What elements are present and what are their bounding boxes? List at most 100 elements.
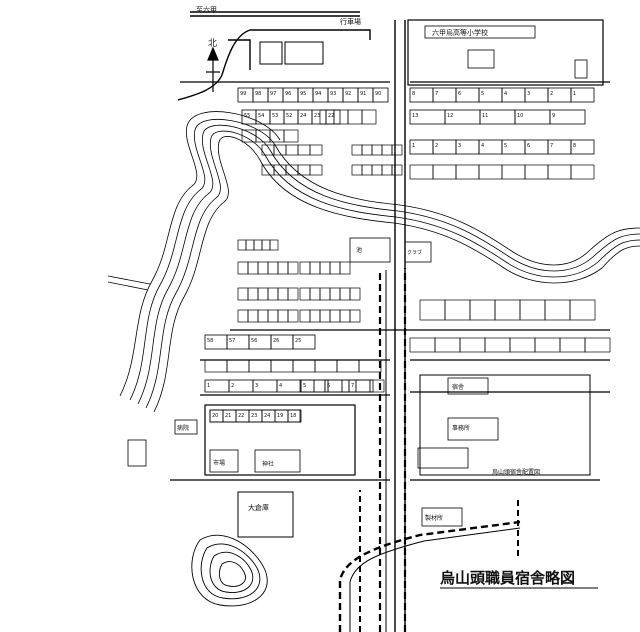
house-number: 1 [412,143,415,149]
club-label: クラブ [407,249,422,256]
house-unit [459,337,486,353]
house-number: 3 [255,383,258,389]
house-number: 3 [458,143,461,149]
house-unit [501,164,526,180]
house-unit [287,261,299,275]
school-label: 六甲烏高等小学校 [432,28,488,37]
house-unit [484,337,511,353]
house-number: 95 [300,91,306,97]
house-unit [361,109,377,125]
house-number: 55 [244,113,250,119]
house-unit [257,309,269,323]
house-unit [570,139,595,155]
house-number: 91 [360,91,366,97]
guard-building [127,439,147,467]
house-unit [247,261,259,275]
house-unit [339,261,351,275]
house-number: 57 [229,338,235,344]
house-unit [314,359,338,373]
house-unit [371,144,383,156]
house-unit [469,299,496,321]
house-number: 90 [375,91,381,97]
house-unit [267,261,279,275]
house-unit [237,287,249,301]
house-unit [255,129,271,143]
house-number: 52 [286,113,292,119]
house-unit [329,309,341,323]
house-number: 7 [435,91,438,97]
house-unit [285,144,299,156]
house-number: 19 [277,413,283,419]
railway [338,268,521,632]
house-unit [329,287,341,301]
house-unit [432,164,457,180]
house-number: 9 [552,113,555,119]
office-building-b [284,41,324,65]
house-unit [361,164,373,176]
house-unit [339,309,351,323]
house-unit [329,261,341,275]
house-number: 93 [330,91,336,97]
hospital-building [174,419,198,435]
house-unit [409,337,436,353]
market-label: 市場 [213,459,225,467]
house-unit [297,144,311,156]
house-unit [292,334,316,350]
house-unit [261,239,271,251]
house-unit [372,87,389,103]
house-unit [494,299,521,321]
house-number: 4 [481,143,484,149]
school-label-box [424,25,536,39]
house-number: 25 [295,338,301,344]
dorm-building [447,377,489,395]
house-number: 97 [270,91,276,97]
house-number: 7 [550,143,553,149]
house-unit [333,109,349,125]
dormitory-label: 宿舎 [452,383,464,391]
house-number: 7 [351,383,354,389]
office-building-a [259,41,283,65]
house-number: 21 [225,413,231,419]
house-number: 2 [231,383,234,389]
house-unit [584,337,611,353]
school-block [407,19,604,86]
house-unit [371,164,383,176]
temple-label: 大倉庫 [248,503,269,512]
house-number: 13 [412,113,418,119]
house-unit [257,287,269,301]
office-label: 事務所 [452,424,470,432]
house-unit [509,337,536,353]
house-number: 3 [527,91,530,97]
house-number: 1 [573,91,576,97]
rail-top-label: 至六甲 [196,5,217,14]
house-number: 5 [504,143,507,149]
house-unit [267,287,279,301]
house-unit [283,129,299,143]
house-unit [245,239,255,251]
house-number: 23 [251,413,257,419]
house-number: 4 [279,383,282,389]
house-unit [309,164,323,176]
hill-contours [191,534,268,607]
house-unit [247,287,259,301]
map-title: 烏山頭職員宿舎略図 [440,569,575,587]
house-unit [549,109,586,125]
school-building [467,49,495,69]
house-unit [351,144,363,156]
house-unit [270,359,294,373]
house-unit [381,164,393,176]
house-unit [299,261,311,275]
house-number: 98 [255,91,261,97]
house-unit [292,359,316,373]
house-number: 20 [212,413,218,419]
house-unit [277,287,289,301]
house-unit [309,144,323,156]
house-unit [355,379,371,393]
house-number: 24 [300,113,306,119]
house-unit [277,309,289,323]
house-number: 8 [412,91,415,97]
house-unit [547,164,572,180]
house-unit [277,261,289,275]
